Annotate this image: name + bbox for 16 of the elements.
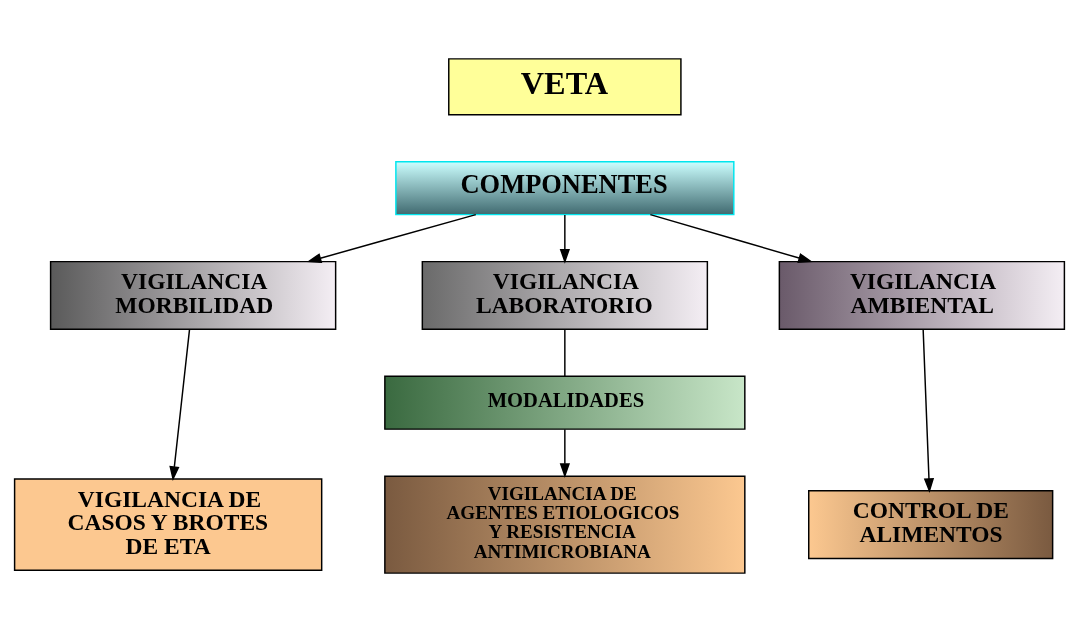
node-box: VIGILANCIA DE CASOS Y BROTES DE ETA (13, 477, 323, 571)
arrow (922, 328, 935, 493)
node-box: VIGILANCIA DE AGENTES ETIOLOGICOS Y RESISTENCIA ANTIMICROBIANA (384, 474, 746, 574)
arrow (649, 213, 813, 263)
node-box: COMPONENTES (395, 160, 735, 215)
node-box: CONTROL DE ALIMENTOS (808, 489, 1054, 559)
node-box: VIGILANCIA MORBILIDAD (49, 260, 337, 330)
node-box: VETA (448, 57, 682, 115)
node-box: VIGILANCIA LABORATORIO (421, 260, 709, 330)
connector (564, 328, 566, 377)
node-box: VIGILANCIA AMBIENTAL (778, 260, 1066, 330)
arrow (559, 428, 570, 478)
arrow (306, 213, 477, 263)
node-box: MODALIDADES (384, 375, 746, 430)
arrow (559, 213, 570, 264)
arrow (169, 328, 191, 481)
